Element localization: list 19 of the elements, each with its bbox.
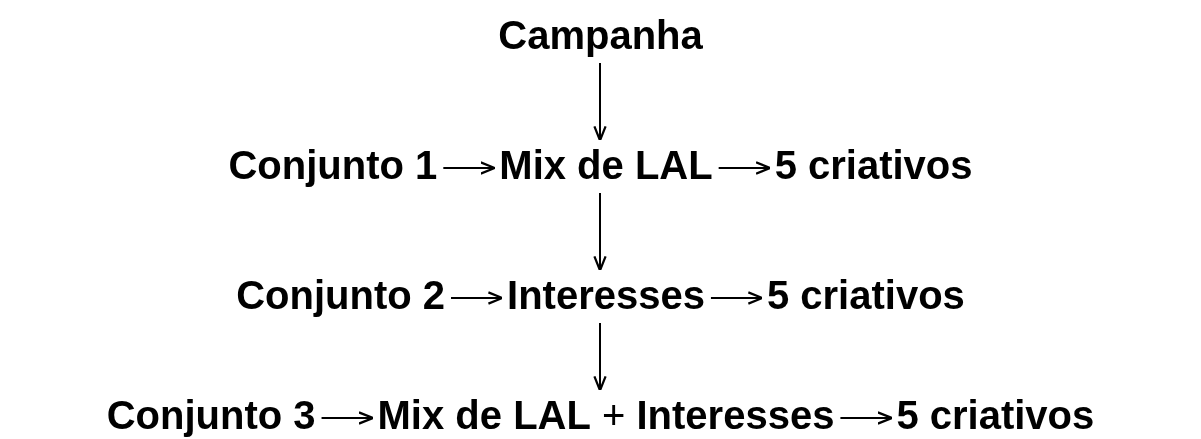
step-text: Conjunto 1 (228, 141, 438, 189)
arrow (709, 291, 764, 305)
step-text: Conjunto 2 (236, 271, 445, 319)
arrow (442, 161, 496, 175)
step-text: 5 criativos (896, 391, 1095, 439)
step-text: 5 criativos (766, 271, 965, 319)
arrow (717, 161, 772, 175)
step-text: Campanha (498, 11, 703, 59)
arrow (593, 62, 607, 142)
arrow (593, 192, 607, 272)
step-text: Mix de LAL (499, 141, 713, 189)
arrow (593, 322, 607, 392)
step-text: Mix de LAL + Interesses (377, 391, 835, 439)
step-text: Interesses (507, 271, 705, 319)
step-text: Conjunto 3 (106, 391, 316, 439)
arrow (320, 411, 375, 425)
arrow (450, 291, 504, 305)
arrow (839, 411, 893, 425)
step-text: 5 criativos (774, 141, 973, 189)
